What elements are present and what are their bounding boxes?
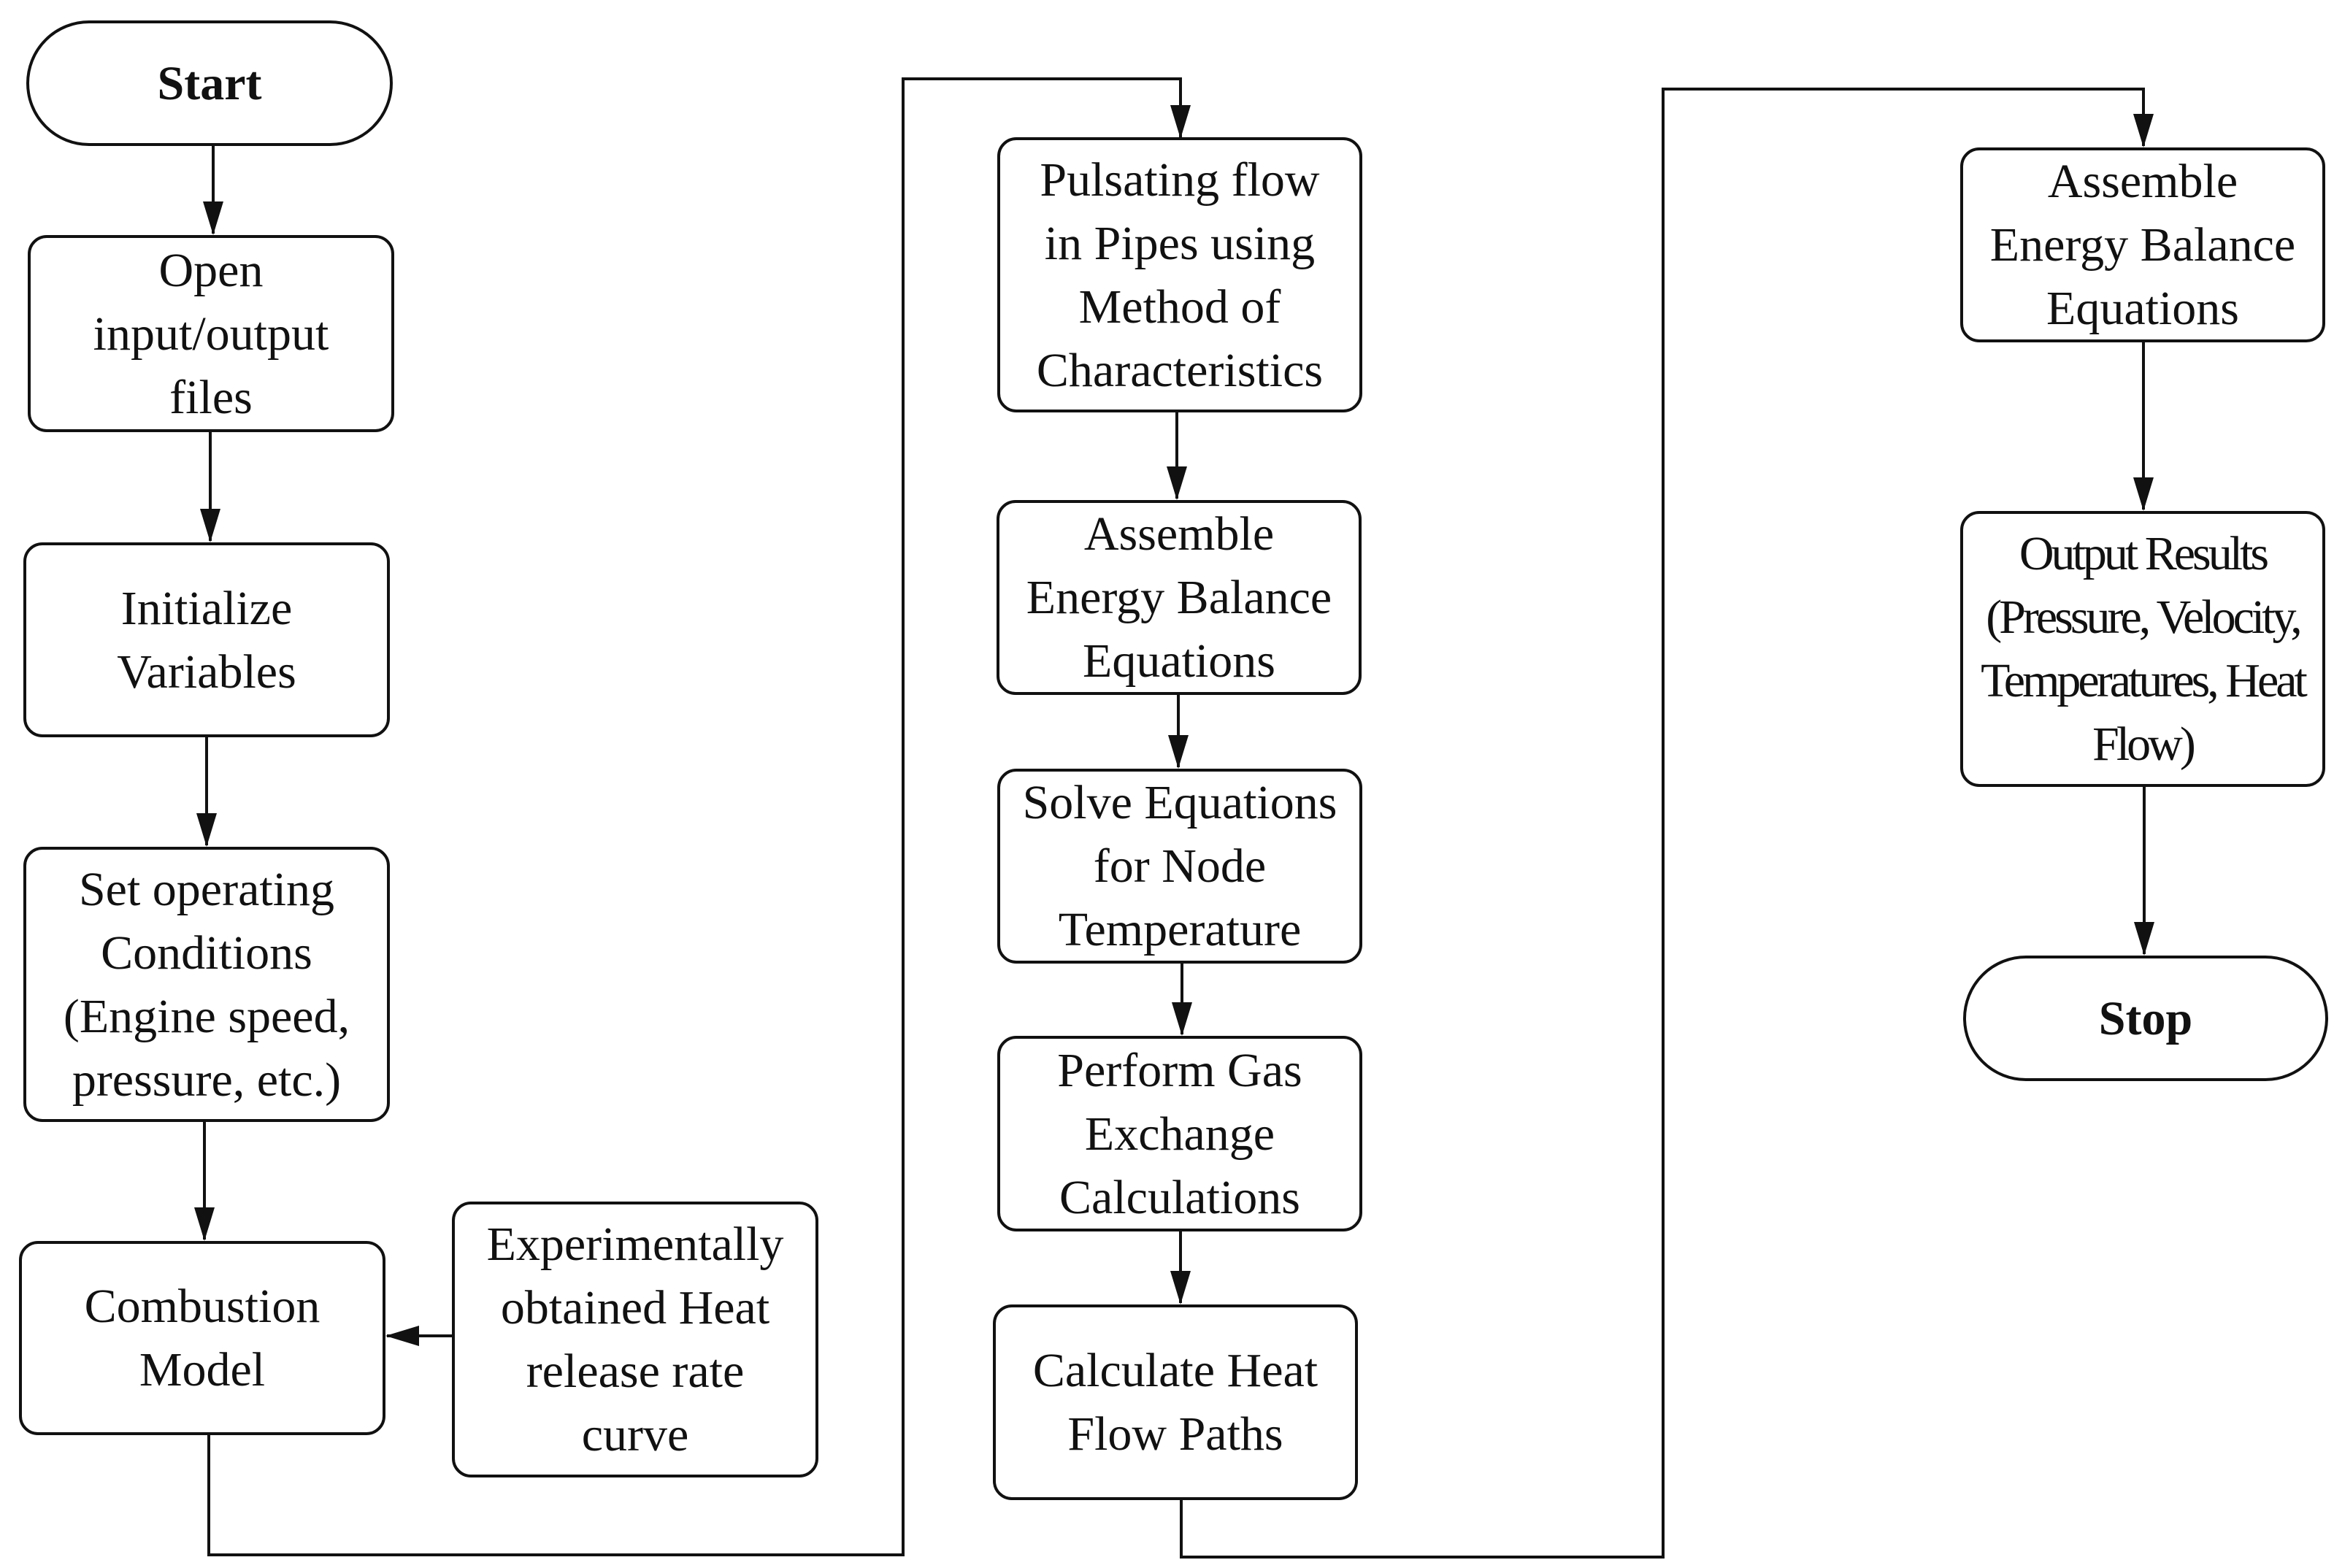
arrowhead-13 <box>2134 922 2154 956</box>
arrowhead-4 <box>194 1207 215 1241</box>
pulsating-flow-node: Pulsating flow in Pipes using Method of … <box>997 137 1362 412</box>
gas-exchange-node: Perform Gas Exchange Calculations <box>997 1036 1362 1231</box>
energy-balance-node-1: Assemble Energy Balance Equations <box>997 500 1362 695</box>
heat-flow-paths-label: Calculate Heat Flow Paths <box>1032 1344 1318 1461</box>
combustion-model-node: Combustion Model <box>19 1241 385 1435</box>
solve-node-temperature-node: Solve Equations for Node Temperature <box>997 769 1362 964</box>
arrowhead-11 <box>2133 114 2154 147</box>
output-results-label: Output Results (Pressure, Velocity, Temp… <box>1981 527 2308 771</box>
open-files-label: Open input/output files <box>93 243 329 424</box>
arrowhead-5 <box>385 1326 419 1346</box>
combustion-model-label: Combustion Model <box>84 1280 320 1396</box>
arrowhead-6 <box>1170 105 1191 139</box>
gas-exchange-label: Perform Gas Exchange Calculations <box>1057 1043 1302 1224</box>
initialize-variables-label: Initialize Variables <box>117 581 296 699</box>
arrowhead-9 <box>1172 1002 1192 1036</box>
heat-flow-paths-node: Calculate Heat Flow Paths <box>993 1304 1358 1500</box>
arrowhead-10 <box>1170 1271 1191 1304</box>
initialize-variables-node: Initialize Variables <box>23 542 390 737</box>
heat-release-curve-node: Experimentally obtained Heat release rat… <box>452 1202 818 1477</box>
stop-terminal: Stop <box>1963 956 2328 1081</box>
arrowhead-8 <box>1168 735 1189 769</box>
pulsating-flow-label: Pulsating flow in Pipes using Method of … <box>1036 153 1324 397</box>
arrowhead-1 <box>203 201 223 235</box>
set-operating-conditions-label: Set operating Conditions (Engine speed, … <box>63 862 350 1107</box>
connector-heat-flow-to-energy-balance-2 <box>1180 88 2145 1559</box>
solve-node-temperature-label: Solve Equations for Node Temperature <box>1022 776 1337 956</box>
open-files-node: Open input/output files <box>28 235 394 432</box>
arrowhead-12 <box>2133 477 2154 511</box>
output-results-node: Output Results (Pressure, Velocity, Temp… <box>1960 511 2325 787</box>
heat-release-curve-label: Experimentally obtained Heat release rat… <box>486 1218 784 1461</box>
energy-balance-node-2: Assemble Energy Balance Equations <box>1960 147 2325 342</box>
arrowhead-2 <box>200 509 220 542</box>
energy-balance-label-2: Assemble Energy Balance Equations <box>1989 155 2296 335</box>
stop-label: Stop <box>2098 991 2193 1045</box>
set-operating-conditions-node: Set operating Conditions (Engine speed, … <box>23 847 390 1122</box>
energy-balance-label-1: Assemble Energy Balance Equations <box>1026 507 1332 688</box>
arrowhead-3 <box>196 813 217 847</box>
start-label: Start <box>157 56 262 110</box>
start-terminal: Start <box>26 20 393 146</box>
connector-combustion-to-pulsating-flow <box>207 77 1182 1556</box>
arrowhead-7 <box>1167 466 1187 500</box>
